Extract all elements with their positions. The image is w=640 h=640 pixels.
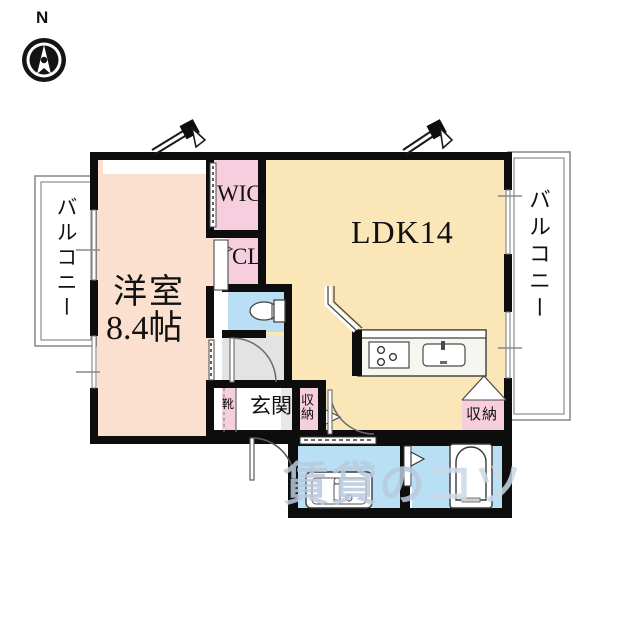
kitchen-stove-icon (368, 341, 410, 369)
toilet-door[interactable] (229, 337, 277, 383)
bedroom-name-label: 洋室 (113, 274, 185, 311)
shoebox-floor (222, 386, 236, 434)
cl-label: CL (232, 244, 262, 269)
kitchen-counter (352, 329, 487, 377)
storage-ldk-floor (462, 400, 506, 434)
bedroom-size-label: 8.4帖 (106, 310, 183, 347)
compass-north-icon (22, 38, 66, 82)
kitchen-partition (324, 286, 363, 333)
washbasin-icon (305, 471, 373, 509)
shoebox-label: 靴 (222, 397, 235, 411)
bedroom-floor (97, 158, 214, 436)
genkan-label: 玄関 (250, 394, 292, 418)
ldk-label: LDK14 (351, 214, 454, 250)
cl-door[interactable] (213, 239, 234, 291)
balcony-ticks (76, 195, 522, 373)
storage-hall-label: 収納 (299, 393, 314, 421)
wic-label: WIC (217, 181, 262, 206)
bath-door[interactable] (403, 445, 426, 487)
storage-ldk-door[interactable] (461, 375, 507, 401)
storage-ldk-label: 収納 (466, 407, 499, 423)
wic-door[interactable] (209, 162, 217, 228)
balcony-left-label: バルコニー (54, 196, 78, 321)
storage-hall-floor (296, 386, 322, 434)
washroom-door[interactable] (299, 436, 377, 445)
bathtub-icon (449, 443, 493, 509)
kitchen-sink-icon (422, 341, 466, 367)
toilet-icon (249, 299, 286, 323)
bedroom-door[interactable] (208, 339, 215, 381)
entry-door-icon[interactable] (249, 437, 295, 481)
window-open-icon (151, 119, 207, 156)
ldk-door[interactable] (327, 389, 375, 435)
compass-north-label: N (36, 8, 49, 27)
window-open-icon-2 (402, 119, 454, 156)
wic-floor (214, 160, 266, 230)
balcony-right-label: バルコニー (526, 188, 551, 323)
